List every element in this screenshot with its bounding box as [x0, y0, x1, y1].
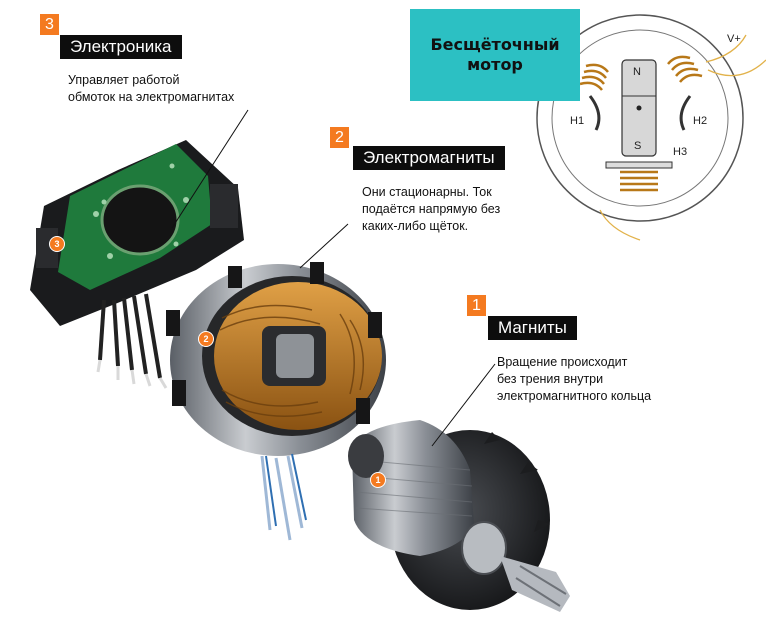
coil-bottom [620, 170, 658, 192]
desc-line: без трения внутри [497, 372, 604, 386]
rotor [348, 420, 570, 612]
callout-title-electromagnets: Электромагниты [353, 146, 505, 170]
callout-title-magnets: Магниты [488, 316, 577, 340]
coil-right [667, 55, 703, 83]
coil-left [579, 63, 609, 91]
schematic-label-h2: H2 [693, 115, 708, 127]
callout-desc-electromagnets: Они стационарны. Ток подаётся напрямую б… [362, 184, 500, 235]
desc-line: Вращение происходит [497, 355, 628, 369]
callout-title-electronics: Электроника [60, 35, 182, 59]
callout-desc-electronics: Управляет работой обмоток на электромагн… [68, 72, 234, 106]
desc-line: Они стационарны. Ток [362, 185, 492, 199]
desc-line: обмоток на электромагнитах [68, 90, 235, 104]
badge-line-1: Бесщёточный [430, 35, 560, 54]
badge-line-2: мотор [467, 55, 523, 74]
schematic-label-s: S [634, 140, 642, 152]
part-marker-2: 2 [198, 331, 214, 347]
brushless-motor-badge: Бесщёточный мотор [410, 9, 580, 101]
callout-number-1: 1 [467, 295, 486, 316]
schematic-label-n: N [633, 66, 641, 78]
callout-desc-magnets: Вращение происходит без трения внутри эл… [497, 354, 651, 405]
stator [166, 262, 386, 541]
part-marker-1: 1 [370, 472, 386, 488]
schematic-label-h1: H1 [570, 115, 585, 127]
motor-schematic [536, 14, 766, 241]
desc-line: электромагнитного кольца [497, 389, 652, 403]
leader-lines [171, 109, 496, 447]
callout-number-3: 3 [40, 14, 59, 35]
callout-number-2: 2 [330, 127, 349, 148]
desc-line: подаётся напрямую без [362, 202, 501, 216]
electronics-board [30, 140, 244, 389]
schematic-label-h3: H3 [673, 146, 688, 158]
part-marker-3: 3 [49, 236, 65, 252]
desc-line: Управляет работой [68, 73, 180, 87]
desc-line: каких-либо щёток. [362, 219, 469, 233]
schematic-label-vplus: V+ [727, 33, 741, 45]
